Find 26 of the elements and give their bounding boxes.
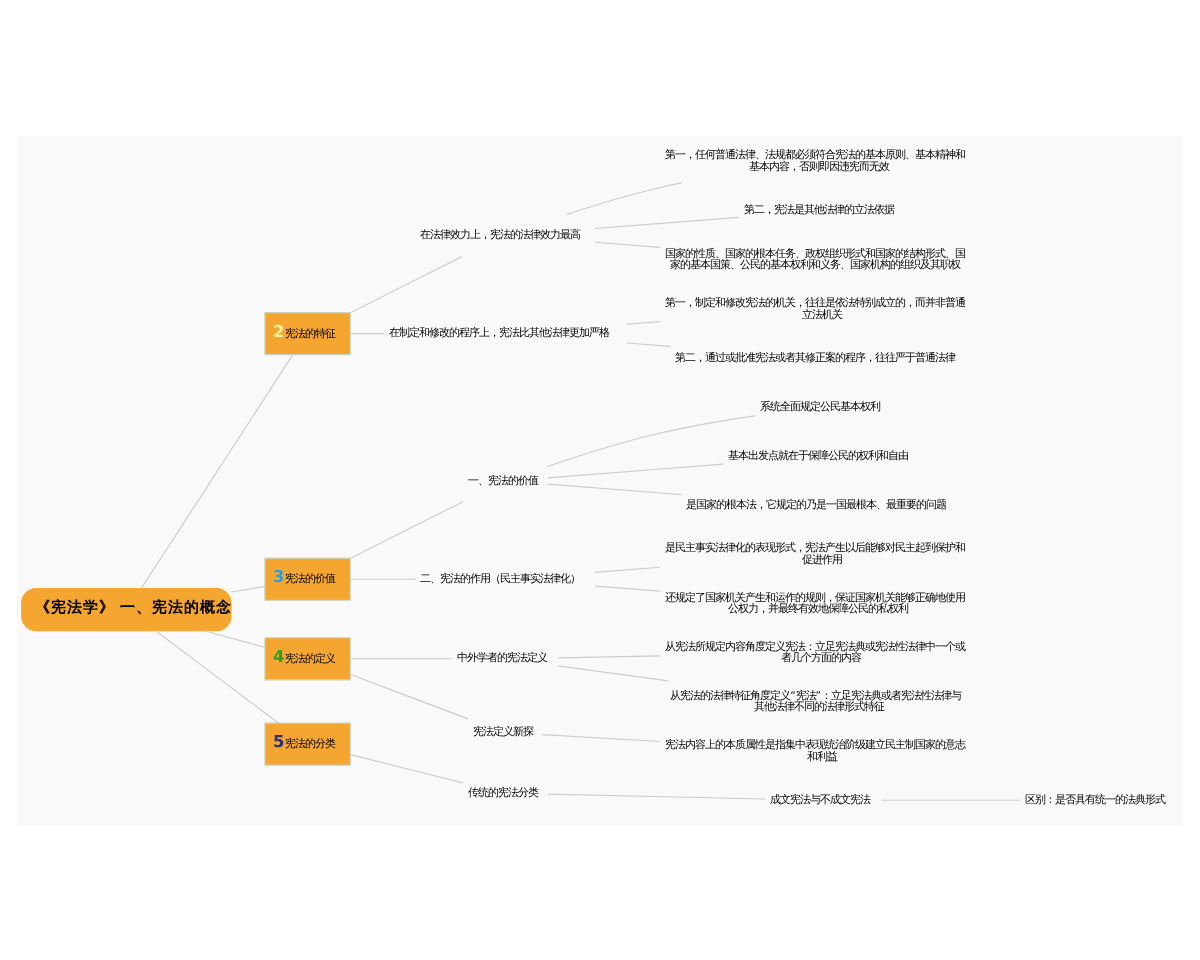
connector [546, 792, 766, 799]
connector [350, 657, 454, 659]
connector [881, 798, 1021, 800]
connector [594, 584, 661, 591]
connector [546, 482, 682, 495]
connector [594, 565, 661, 572]
connector [557, 664, 669, 681]
connector [546, 414, 756, 467]
connector [350, 332, 385, 334]
connector [626, 341, 671, 346]
connector [350, 673, 469, 719]
connector [541, 733, 661, 742]
connector [594, 215, 740, 229]
connector [140, 353, 294, 589]
connector [203, 629, 266, 647]
connector [350, 753, 464, 783]
connector [155, 629, 279, 723]
connector [546, 462, 724, 478]
connector [557, 654, 661, 658]
connector [626, 320, 661, 324]
connector [566, 181, 683, 214]
connector [350, 577, 417, 579]
connector [594, 240, 661, 247]
connector [230, 584, 266, 592]
connector [350, 255, 463, 313]
connector [350, 500, 464, 558]
